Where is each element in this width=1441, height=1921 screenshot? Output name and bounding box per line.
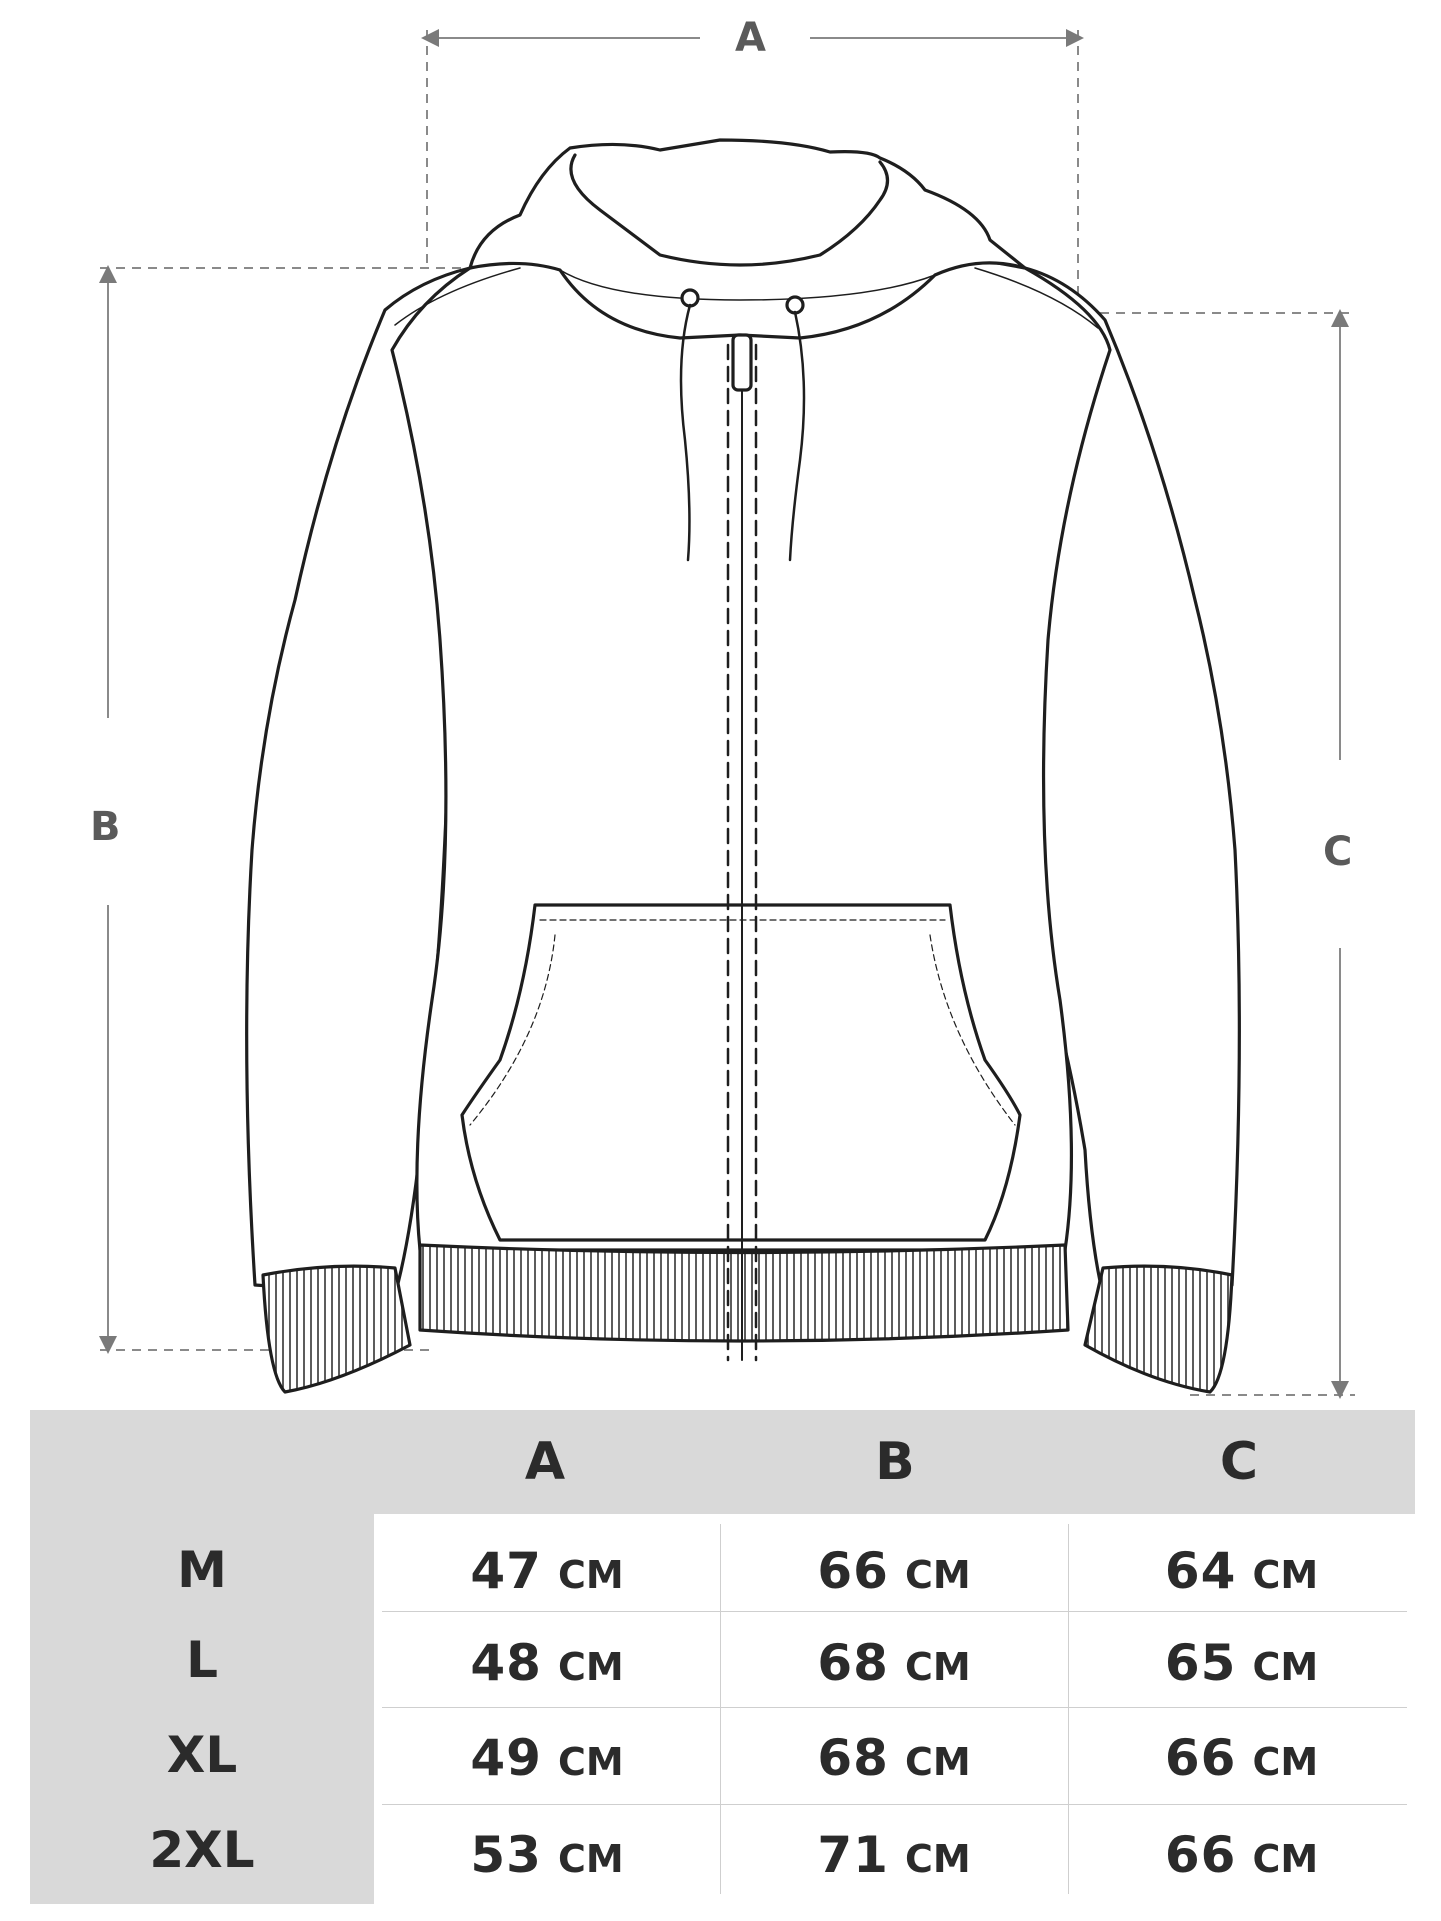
dimension-label-a: A [735, 15, 766, 61]
zipper-pull [731, 333, 753, 392]
eyelet-left [680, 288, 700, 308]
eyelet-right [785, 295, 805, 315]
column-header-b: B [875, 1432, 915, 1492]
hood-seam [559, 269, 936, 301]
size-label-l: L [186, 1631, 218, 1689]
dimension-label-b: B [90, 804, 121, 850]
size-label-xl: XL [166, 1726, 238, 1784]
pocket-stitch-left [469, 934, 556, 1126]
waistband [418, 1243, 1070, 1343]
size-label-2xl: 2XL [149, 1821, 255, 1879]
left-cuff [261, 1264, 412, 1394]
hoodie-diagram [99, 29, 1355, 1399]
pocket-stitch-right [929, 934, 1016, 1126]
size-label-m: M [177, 1541, 227, 1599]
column-header-c: C [1219, 1432, 1259, 1492]
dimension-label-c: C [1323, 829, 1353, 875]
drawstring-left [679, 303, 692, 562]
shoulder-seam-right [974, 267, 1099, 329]
drawstring-right [788, 310, 806, 562]
hoodie-outline [245, 138, 1241, 1394]
right-cuff [1083, 1264, 1234, 1394]
column-header-a: A [524, 1432, 566, 1492]
hood-inner [569, 153, 890, 267]
shoulder-seam-left [394, 267, 521, 326]
